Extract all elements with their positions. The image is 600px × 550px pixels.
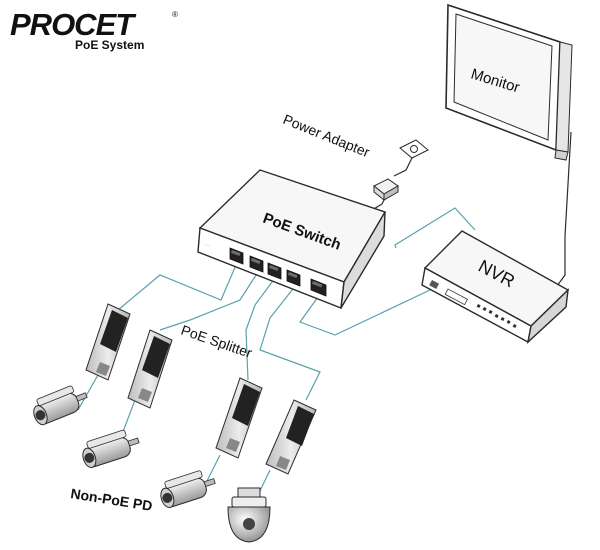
non-poe-pd-label: Non-PoE PD — [70, 485, 154, 514]
poe-splitter-4 — [265, 399, 317, 475]
switch-uplink-port — [310, 278, 327, 297]
poe-splitter-2 — [127, 329, 173, 409]
poe-switch: ...... PoE Switch — [197, 169, 387, 309]
bullet-camera-icon — [33, 385, 88, 426]
bullet-camera-icon — [160, 470, 216, 509]
poe-splitters: PoE Splitter — [85, 303, 317, 475]
cable-port1-splitter1 — [117, 264, 237, 311]
poe-splitter-3 — [215, 377, 263, 459]
switch-port-4 — [286, 269, 301, 287]
poe-splitter-1 — [85, 303, 131, 381]
monitor: Monitor — [445, 3, 573, 161]
brand-logo: PROCET ® PoE System — [10, 7, 178, 52]
poe-splitter-label: PoE Splitter — [179, 322, 254, 361]
cable-splitter1-cam1 — [77, 374, 99, 411]
switch-port-3 — [267, 262, 282, 280]
bullet-camera-icon — [82, 429, 140, 469]
brand-tagline: PoE System — [75, 38, 144, 52]
cable-splitter3-cam3 — [204, 454, 221, 486]
nvr: NVR — [421, 230, 570, 344]
cable-port3-splitter3 — [245, 277, 276, 381]
cables — [77, 207, 476, 496]
nvr-buttons — [476, 303, 517, 329]
brand-name: PROCET — [10, 7, 137, 42]
registered-mark: ® — [172, 10, 178, 19]
power-adapter-icon — [373, 178, 399, 202]
switch-ports — [229, 247, 327, 297]
power-outlet-icon — [399, 139, 429, 159]
cable-port2-splitter2 — [159, 271, 259, 331]
switch-model-mark: ...... — [204, 240, 212, 247]
cable-nvr-switch — [394, 207, 476, 249]
cable-port4-splitter4 — [259, 284, 321, 401]
monitor-cable — [556, 131, 572, 287]
dome-camera-icon — [227, 487, 271, 543]
switch-port-1 — [229, 247, 244, 265]
switch-port-2 — [249, 255, 264, 273]
power-cable-outlet-adapter — [393, 157, 413, 177]
power-adapter-label: Power Adapter — [281, 111, 372, 160]
